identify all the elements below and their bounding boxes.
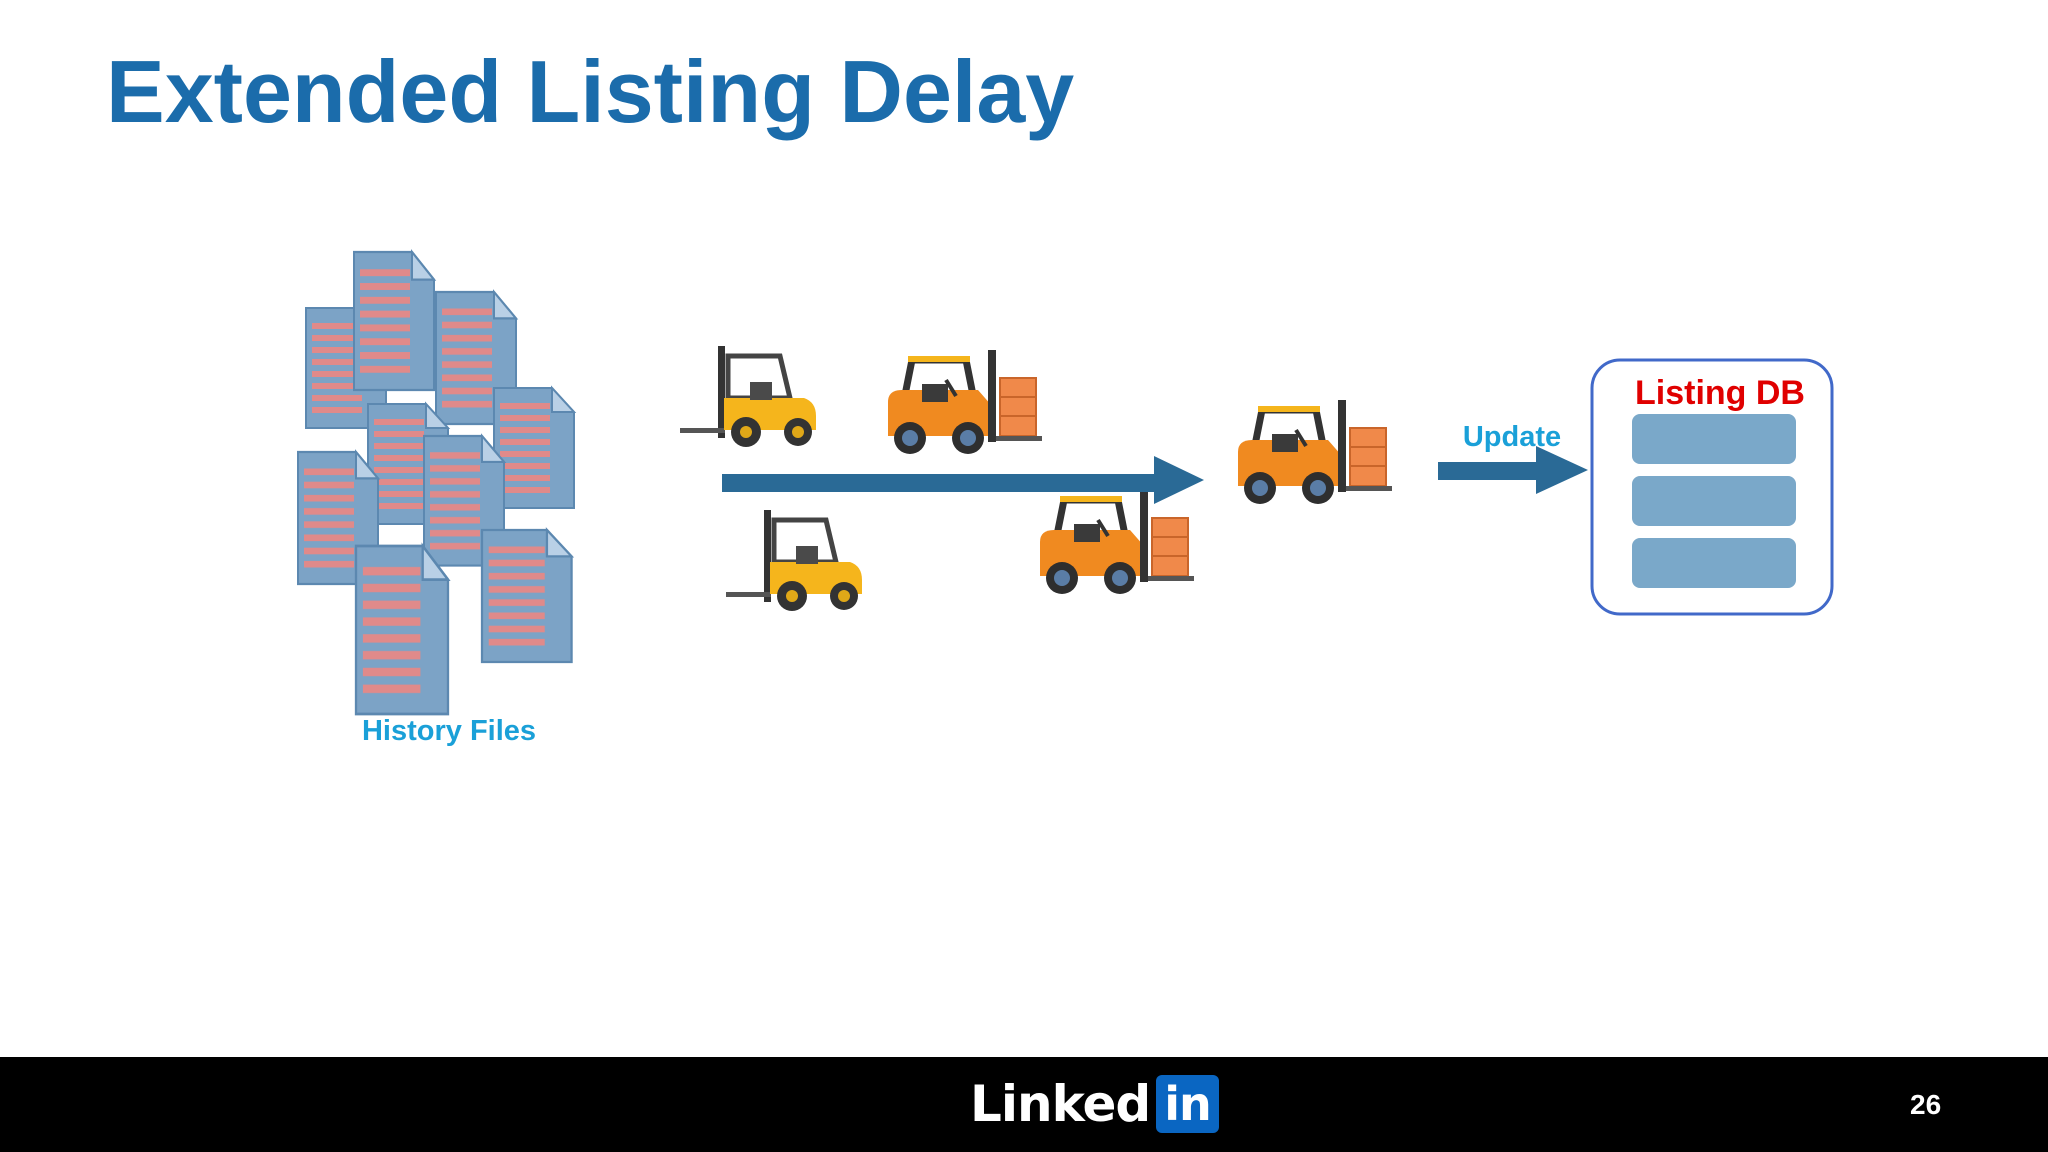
history-files-label: History Files: [362, 715, 536, 747]
diagram: History Files Update Listing DB: [296, 250, 1834, 747]
logo-word: Linked: [970, 1075, 1151, 1133]
forklift-icon: [680, 346, 816, 447]
listing-db-label: Listing DB: [1635, 374, 1805, 412]
listing-db: [1590, 358, 1834, 616]
logo-in-badge: in: [1156, 1075, 1219, 1133]
forklift-cargo-icon: [1238, 400, 1392, 504]
forklift-icon: [726, 510, 862, 611]
db-row: [1632, 414, 1796, 464]
forklift-cargo-icon: [1040, 490, 1194, 594]
footer-bar: Linked in 26: [0, 1057, 2048, 1152]
db-row: [1632, 538, 1796, 588]
update-arrow: [1438, 446, 1588, 494]
history-files-icon: [296, 250, 575, 716]
slide-title: Extended Listing Delay: [106, 42, 1075, 141]
update-label: Update: [1463, 421, 1561, 453]
forklift-cargo-icon: [888, 350, 1042, 454]
db-row: [1632, 476, 1796, 526]
page-number: 26: [1910, 1089, 1942, 1120]
linkedin-logo: Linked in: [970, 1075, 1219, 1133]
main-flow-arrow: [722, 456, 1204, 504]
